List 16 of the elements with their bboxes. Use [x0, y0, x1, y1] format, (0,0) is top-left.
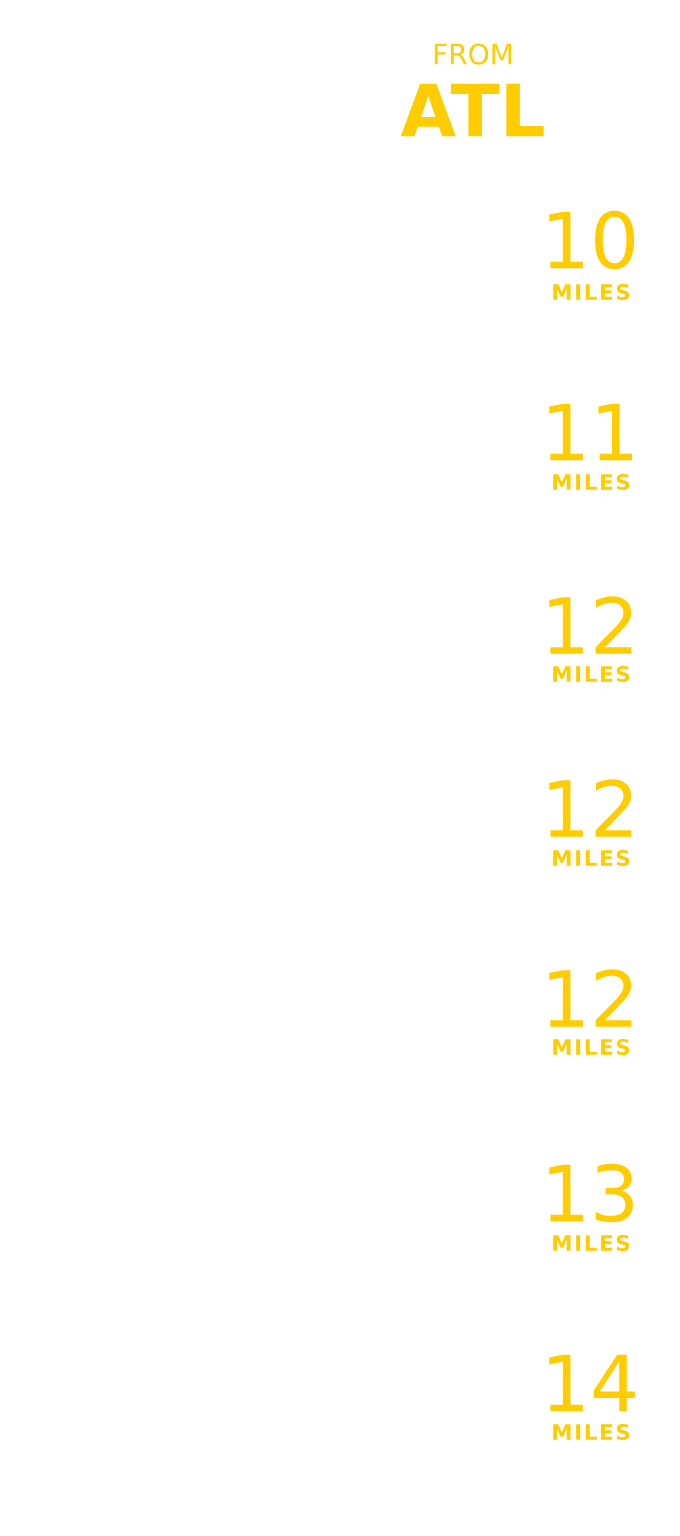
- unit-label: MILES: [553, 1234, 630, 1252]
- distance-number: 12: [549, 779, 632, 837]
- distance-number: 12: [549, 969, 632, 1027]
- unit-label: MILES: [553, 1038, 630, 1056]
- unit-label: MILES: [553, 849, 630, 867]
- airport-code: ATL: [400, 83, 544, 137]
- unit-label: MILES: [553, 473, 630, 491]
- distance-number: 11: [549, 403, 633, 461]
- distance-number: 10: [549, 210, 635, 270]
- unit-label: MILES: [553, 1423, 630, 1441]
- unit-label: MILES: [553, 283, 630, 301]
- distance-number: 14: [549, 1354, 635, 1412]
- distance-number: 12: [549, 596, 632, 654]
- unit-label: MILES: [553, 665, 630, 683]
- distance-number: 13: [549, 1163, 633, 1223]
- heading-label: FROM: [434, 43, 512, 65]
